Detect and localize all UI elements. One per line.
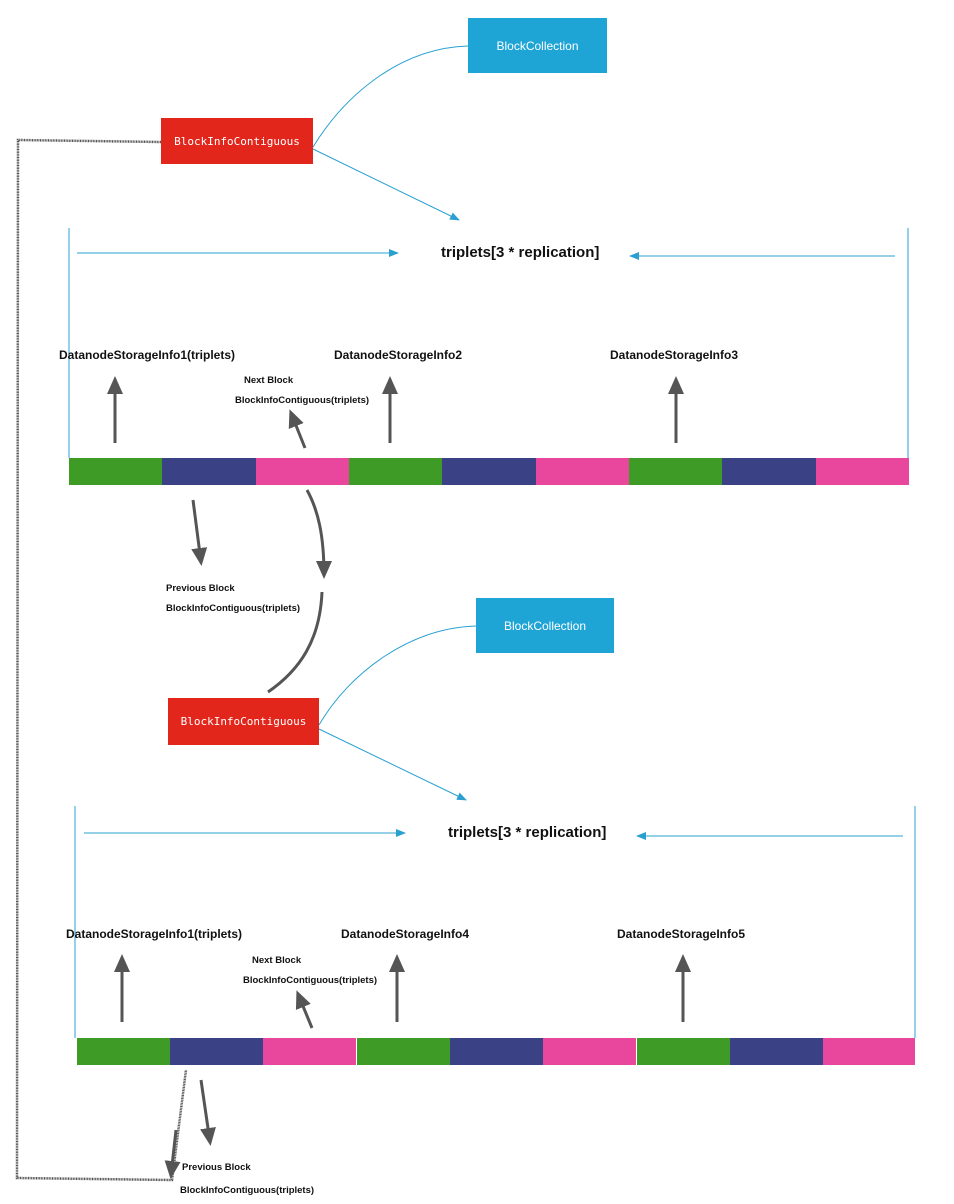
triplets-array <box>77 1038 915 1065</box>
next-block-label: Next Block <box>252 955 302 966</box>
triplet-slot-storage[interactable] <box>629 458 722 485</box>
triplet-slot-next[interactable] <box>256 458 349 485</box>
next-block-label: Next Block <box>244 375 294 386</box>
previous-block-label: Previous Block <box>166 583 235 594</box>
block-collection-box[interactable]: BlockCollection <box>476 598 614 653</box>
block-collection-label: BlockCollection <box>503 618 587 633</box>
block-collection-box[interactable]: BlockCollection <box>468 18 607 73</box>
triplets-title: triplets[3 * replication] <box>441 244 600 261</box>
triplet-slot-prev[interactable] <box>170 1038 263 1065</box>
hand-drawn-down-arrow-icon <box>191 499 208 566</box>
triplet-slot-storage[interactable] <box>77 1038 170 1065</box>
hand-drawn-curved-arrow-icon <box>305 489 332 579</box>
block-info-contiguous-box[interactable]: BlockInfoContiguous <box>168 698 319 745</box>
triplet-slot-prev[interactable] <box>450 1038 543 1065</box>
triplet-slot-prev[interactable] <box>442 458 536 485</box>
triplet-slot-prev[interactable] <box>730 1038 823 1065</box>
storage-label: DatanodeStorageInfo3 <box>610 348 739 362</box>
triplet-slot-prev[interactable] <box>722 458 816 485</box>
triplet-slot-next[interactable] <box>543 1038 636 1065</box>
triplets-title: triplets[3 * replication] <box>448 824 607 841</box>
triplet-slot-storage[interactable] <box>69 458 162 485</box>
collection-link-curve <box>318 625 477 726</box>
hand-drawn-curved-arrow-icon <box>267 591 324 694</box>
hand-drawn-up-arrow-icon <box>295 990 314 1029</box>
previous-block-target-label: BlockInfoContiguous(triplets) <box>166 603 301 614</box>
triplet-slot-next[interactable] <box>816 458 909 485</box>
storage-label: DatanodeStorageInfo5 <box>617 927 746 941</box>
block-info-label: BlockInfoContiguous <box>174 134 300 148</box>
block-info-contiguous-box[interactable]: BlockInfoContiguous <box>161 118 313 164</box>
block-to-triplets-arrow <box>312 148 460 221</box>
next-block-target-label: BlockInfoContiguous(triplets) <box>235 395 370 406</box>
triplet-slot-next[interactable] <box>263 1038 356 1065</box>
storage-label: DatanodeStorageInfo4 <box>341 927 470 941</box>
hand-drawn-up-arrow-icon <box>288 409 307 449</box>
triplet-slot-storage[interactable] <box>637 1038 730 1065</box>
next-block-target-label: BlockInfoContiguous(triplets) <box>243 975 378 986</box>
hand-drawn-loop-arrow-icon <box>15 138 188 1182</box>
hand-drawn-down-arrow-icon <box>164 1129 181 1179</box>
block-to-triplets-arrow <box>318 728 467 801</box>
triplet-slot-prev[interactable] <box>162 458 256 485</box>
collection-link-curve <box>312 45 469 148</box>
storage-label: DatanodeStorageInfo1(triplets) <box>59 348 236 362</box>
block-info-label: BlockInfoContiguous <box>180 715 307 728</box>
storage-label: DatanodeStorageInfo2 <box>334 348 463 362</box>
triplet-slot-storage[interactable] <box>357 1038 450 1065</box>
storage-label: DatanodeStorageInfo1(triplets) <box>66 927 243 941</box>
triplets-array <box>69 458 909 485</box>
triplet-slot-next[interactable] <box>536 458 629 485</box>
block-collection-label: BlockCollection <box>496 38 579 53</box>
previous-block-label: Previous Block <box>182 1162 251 1173</box>
hand-drawn-down-arrow-icon <box>199 1079 216 1146</box>
previous-block-target-label: BlockInfoContiguous(triplets) <box>180 1185 315 1196</box>
triplet-slot-storage[interactable] <box>349 458 442 485</box>
triplet-slot-next[interactable] <box>823 1038 915 1065</box>
